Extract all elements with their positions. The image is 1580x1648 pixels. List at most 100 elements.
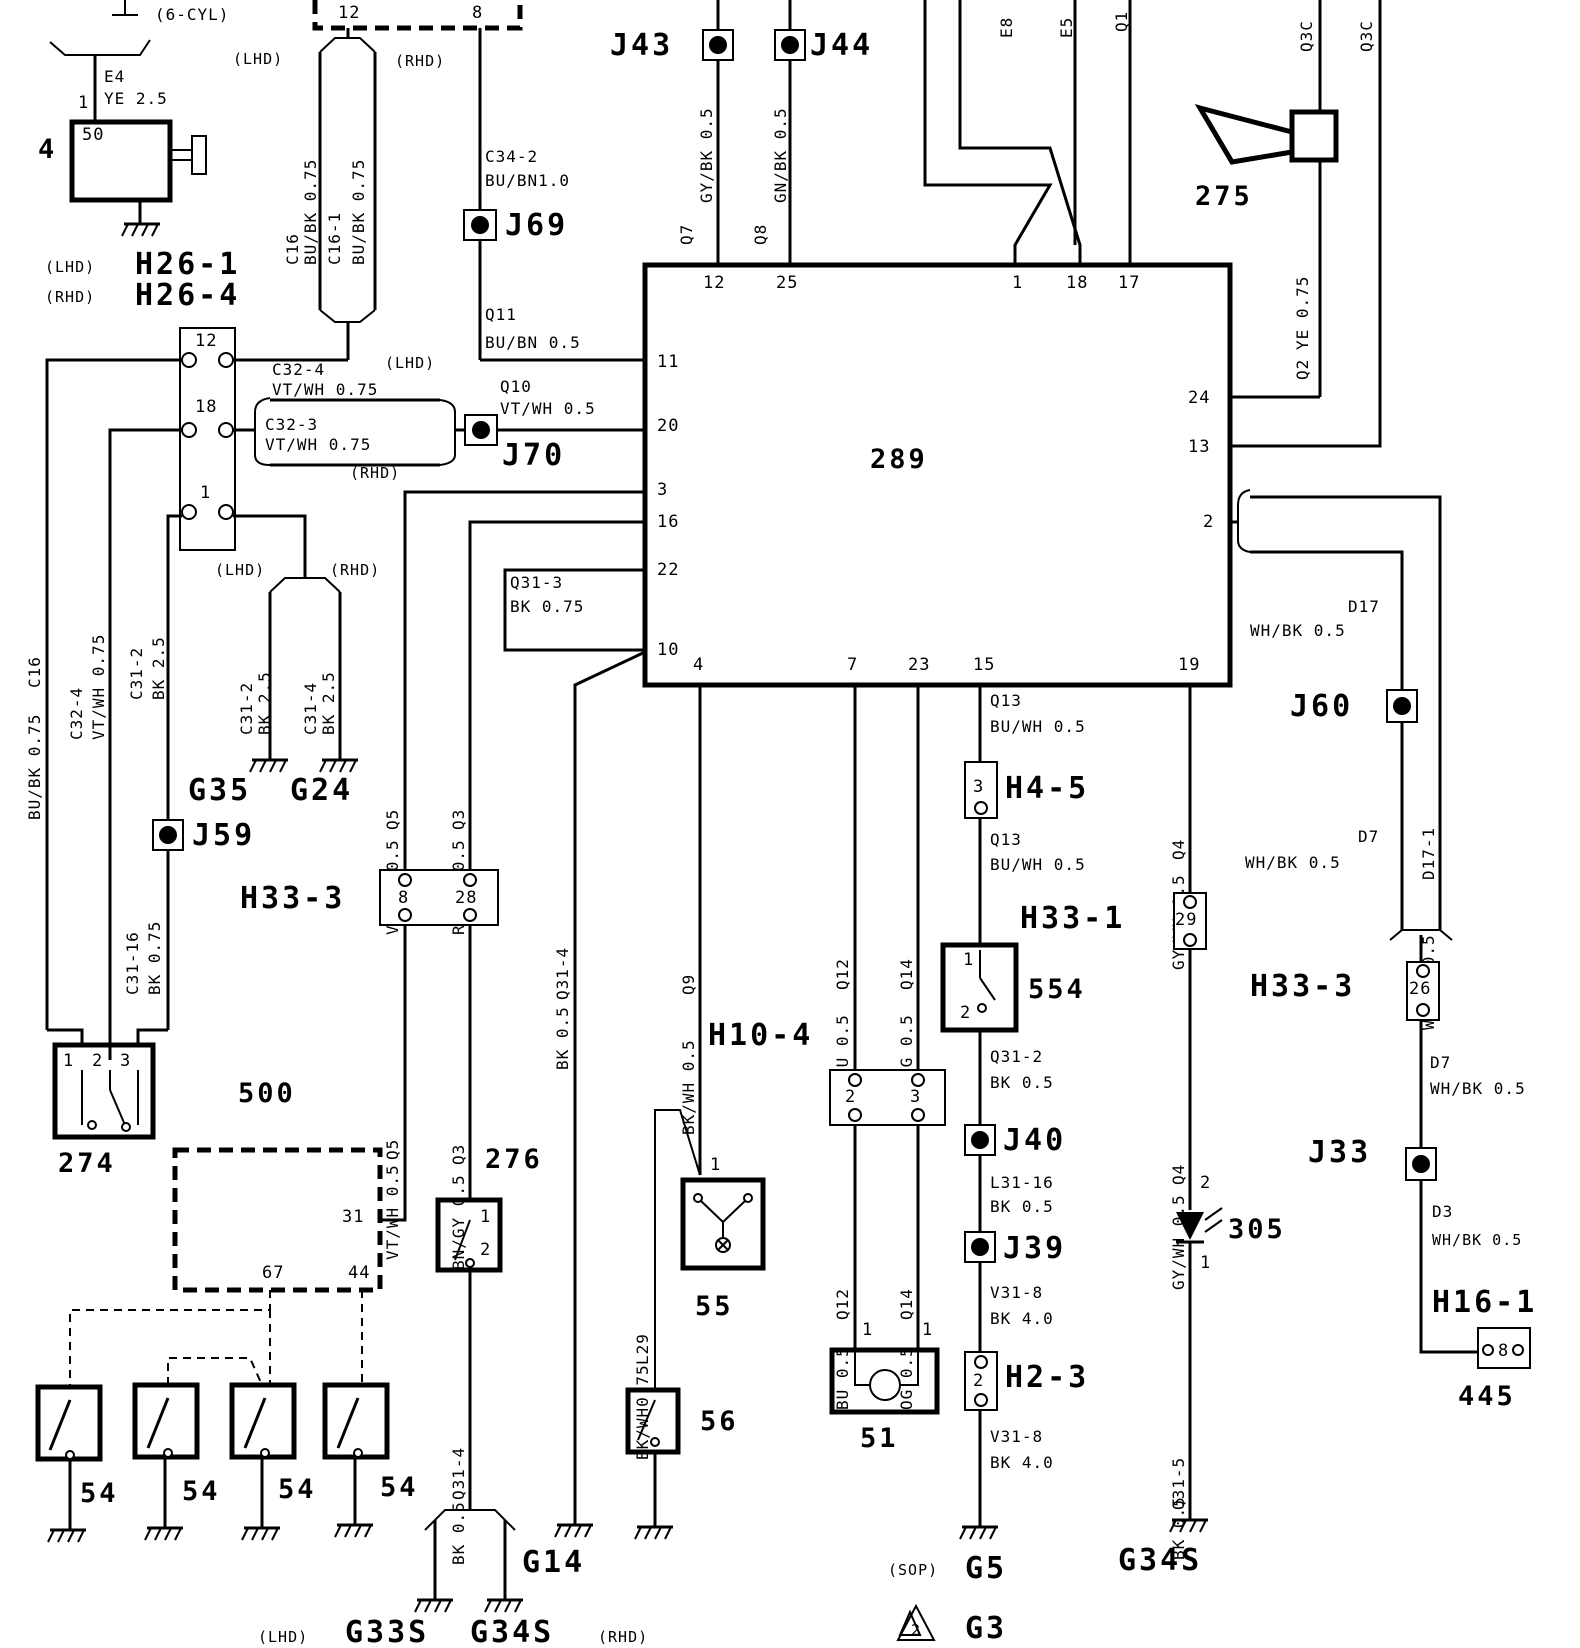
wire-v31-8b-label: V31-8 bbox=[990, 1427, 1043, 1446]
pin-51-1b: 1 bbox=[922, 1320, 933, 1340]
wire-c32-4-left-label: C32-4 bbox=[67, 687, 86, 740]
wire-d7b-color: WH/BK 0.5 bbox=[1430, 1079, 1526, 1098]
wire-q31-2-label: Q31-2 bbox=[990, 1047, 1043, 1066]
splice-j60-dot bbox=[1393, 697, 1411, 715]
switch-54-c-label: 54 bbox=[278, 1474, 317, 1505]
switch-274-label: 274 bbox=[58, 1148, 116, 1179]
pin-276-2: 2 bbox=[480, 1240, 491, 1260]
wire-q8-color: GN/BK 0.5 bbox=[771, 107, 790, 203]
wire-c16-left-label: C16 bbox=[25, 656, 44, 688]
ground-g14-icon bbox=[554, 1523, 593, 1538]
wire-q4-label: Q4 bbox=[1169, 839, 1188, 860]
splice-j69-dot bbox=[471, 216, 489, 234]
wire-c34-2-label: C34-2 bbox=[485, 147, 538, 166]
pin-289-22: 22 bbox=[657, 560, 679, 580]
ground-g5-icon bbox=[959, 1525, 998, 1540]
wire-q31-4-color: BK 0.5 bbox=[449, 1501, 468, 1565]
wire-q2-color: YE 0.75 bbox=[1293, 276, 1312, 350]
lamp-55-box bbox=[680, 1177, 766, 1271]
splice-j60-label: J60 bbox=[1290, 689, 1353, 724]
lamp-55-label: 55 bbox=[695, 1291, 734, 1322]
h26-4-rhd-note: (RHD) bbox=[45, 288, 95, 306]
ground-g33s-label: G33S bbox=[345, 1615, 429, 1648]
wire-d7-color: WH/BK 0.5 bbox=[1245, 853, 1341, 872]
wire-d17-color: WH/BK 0.5 bbox=[1250, 621, 1346, 640]
splice-j70-label: J70 bbox=[502, 438, 565, 473]
pin-305-1: 1 bbox=[1200, 1253, 1211, 1273]
wire-c32-4-left-color: VT/WH 0.75 bbox=[89, 634, 108, 740]
wire-e4-color: YE 2.5 bbox=[104, 89, 168, 108]
wire-l31-16-label: L31-16 bbox=[990, 1173, 1054, 1192]
wire-c32-4-label: C32-4 bbox=[272, 360, 325, 379]
module-500-label: 500 bbox=[238, 1078, 296, 1109]
splice-j40-dot bbox=[971, 1131, 989, 1149]
ground-g3-label: G3 bbox=[965, 1611, 1007, 1646]
ground-g24-label: G24 bbox=[290, 773, 353, 808]
switch-274-box bbox=[52, 1042, 156, 1140]
splice-j43-dot bbox=[709, 36, 727, 54]
connector-h2-3-label: H2-3 bbox=[1005, 1360, 1089, 1395]
wire-d3-color: WH/BK 0.5 bbox=[1432, 1231, 1522, 1249]
ground-54-icons bbox=[47, 1523, 373, 1543]
switch-54-a-label: 54 bbox=[80, 1478, 119, 1509]
switch-54-b bbox=[132, 1382, 200, 1528]
lamp-55-bulb-icon bbox=[693, 1193, 753, 1253]
pin-500-44: 44 bbox=[348, 1263, 370, 1283]
pin-500-67: 67 bbox=[262, 1263, 284, 1283]
ground-g35-icon bbox=[249, 758, 288, 773]
connector-h33-3-left-label: H33-3 bbox=[240, 881, 345, 916]
pin-h26-1: 1 bbox=[200, 483, 211, 503]
wire-q31-4b-color: BK 0.5 bbox=[553, 1006, 572, 1070]
connector-h26-4-label: H26-4 bbox=[135, 278, 240, 313]
pin-274-3: 3 bbox=[120, 1051, 131, 1071]
pin-top-8: 8 bbox=[472, 3, 483, 23]
pin-289-3: 3 bbox=[657, 480, 668, 500]
wire-v31-8-label: V31-8 bbox=[990, 1283, 1043, 1302]
pin-289-13: 13 bbox=[1188, 437, 1210, 457]
wire-q8-label: Q8 bbox=[751, 224, 770, 245]
h26-rhd-note: (RHD) bbox=[330, 561, 380, 579]
h26-1-lhd-note: (LHD) bbox=[45, 258, 95, 276]
connector-h26-1-label: H26-1 bbox=[135, 247, 240, 282]
wire-c31-2b-label: C31-2 bbox=[237, 682, 256, 735]
triangle-note-icon bbox=[896, 1603, 936, 1641]
component-4-label: 4 bbox=[38, 134, 57, 165]
pin-h26-18: 18 bbox=[195, 397, 217, 417]
pin-289-12: 12 bbox=[703, 273, 725, 293]
wire-c16-label: C16 bbox=[283, 233, 302, 265]
wire-d3-label: D3 bbox=[1432, 1202, 1453, 1221]
top-dashed-connector: 12 8 (LHD) (RHD) bbox=[233, 0, 523, 213]
pin-289-19: 19 bbox=[1178, 655, 1200, 675]
ground-symbol-icon bbox=[121, 222, 160, 237]
pin-289-4: 4 bbox=[693, 655, 704, 675]
module-289-box bbox=[642, 262, 1233, 688]
wire-q14-color: OG 0.5 bbox=[897, 1014, 916, 1078]
g34s-rhd-note: (RHD) bbox=[598, 1628, 648, 1646]
wire-q31-3-label: Q31-3 bbox=[510, 573, 563, 592]
wire-q12-color: BU 0.5 bbox=[833, 1014, 852, 1078]
pin-276-1: 1 bbox=[480, 1207, 491, 1227]
wire-d17-label: D17 bbox=[1348, 597, 1380, 616]
pin-h33-3-26: 26 bbox=[1409, 979, 1431, 999]
g5-sop-note: (SOP) bbox=[888, 1561, 938, 1579]
pin-289-17: 17 bbox=[1118, 273, 1140, 293]
splice-j69-label: J69 bbox=[505, 208, 568, 243]
pin-289-2: 2 bbox=[1203, 512, 1214, 532]
pin-445-8: 8 bbox=[1498, 1341, 1509, 1361]
wire-q5b-color: VT/WH 0.5 bbox=[383, 1164, 402, 1260]
wire-q13-color: BU/WH 0.5 bbox=[990, 717, 1086, 736]
wire-d17-1-label: D17-1 bbox=[1419, 827, 1438, 880]
switch-56-box bbox=[625, 1387, 681, 1455]
splice-j33-box bbox=[1405, 1147, 1437, 1181]
ground-g14-label: G14 bbox=[522, 1545, 585, 1580]
pin-c4-50: 50 bbox=[82, 125, 104, 145]
splice-j43-label: J43 bbox=[610, 28, 673, 63]
splice-j44-label: J44 bbox=[810, 28, 873, 63]
wire-q11-color: BU/BN 0.5 bbox=[485, 333, 581, 352]
pin-h33-1-29: 29 bbox=[1175, 910, 1197, 930]
pin-289-25: 25 bbox=[776, 273, 798, 293]
switch-56-label: 56 bbox=[700, 1406, 739, 1437]
wire-q9-color: BK/WH 0.5 bbox=[679, 1039, 698, 1135]
wire-q31-2-color: BK 0.5 bbox=[990, 1073, 1054, 1092]
pin-274-1: 1 bbox=[63, 1051, 74, 1071]
